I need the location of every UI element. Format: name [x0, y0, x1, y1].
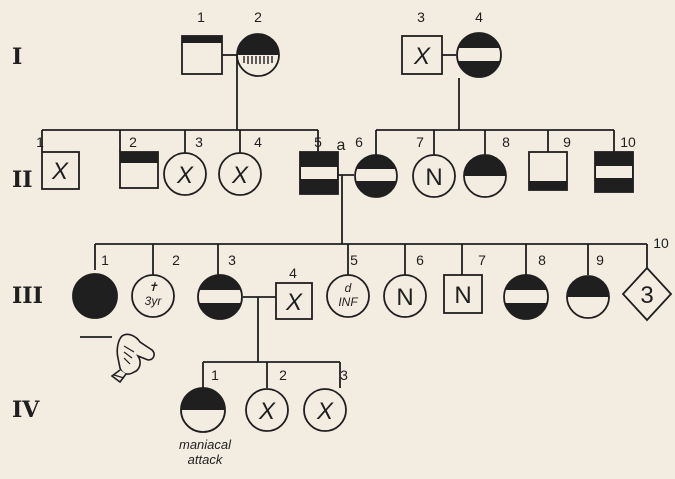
individual-II-7: 7 N	[412, 134, 456, 198]
individual-number: 2	[172, 252, 180, 268]
individual-III-7: 7 N	[443, 252, 486, 314]
individual-number: 1	[211, 367, 219, 383]
individual-number: 1	[197, 9, 205, 25]
individual-IV-3: 3 X	[303, 367, 348, 432]
unaffected-mark: X	[285, 289, 303, 316]
individual-III-3: 3	[197, 252, 243, 320]
individual-number: 2	[254, 9, 262, 25]
individual-II-1: 1 X	[36, 134, 80, 190]
individual-III-9: 9	[566, 252, 610, 319]
individual-II-8: 8	[463, 134, 510, 198]
individual-III-6: 6 N	[383, 252, 427, 318]
deceased-mark: d	[345, 281, 352, 295]
individual-number: 4	[475, 9, 483, 25]
individual-IV-2: 2 X	[245, 367, 289, 432]
individual-number: 3	[340, 367, 348, 383]
individual-number: 4	[254, 134, 262, 150]
individual-II-10: 10	[594, 134, 636, 193]
individual-number: 8	[502, 134, 510, 150]
individual-III-1: 1	[72, 252, 118, 319]
annotation-line-2: attack	[188, 452, 224, 467]
individual-III-10: 10 3	[621, 235, 673, 322]
individual-III-2: 2 ✝ 3yr	[131, 252, 180, 318]
individual-I-4: 4	[456, 9, 502, 78]
pedigree-lines	[41, 54, 648, 388]
individual-II-2: 2	[119, 134, 159, 189]
individual-number: 3	[228, 252, 236, 268]
unaffected-mark: X	[231, 162, 249, 189]
couple-label: a	[337, 137, 346, 154]
individual-II-9: 9	[528, 134, 571, 191]
unaffected-mark: X	[258, 398, 276, 425]
individual-number: 10	[653, 235, 669, 251]
annotation-line-1: maniacal	[179, 437, 232, 452]
individual-number: 2	[279, 367, 287, 383]
unaffected-mark: X	[413, 43, 431, 70]
generation-label-III: III	[12, 283, 43, 309]
individual-I-2: 2	[236, 9, 280, 77]
age-mark: INF	[338, 295, 358, 309]
individual-number: 4	[289, 265, 297, 281]
unaffected-mark: X	[316, 398, 334, 425]
individual-number: 8	[538, 252, 546, 268]
generation-label-IV: IV	[12, 397, 40, 423]
individual-IV-1: 1	[180, 367, 226, 433]
unaffected-mark: X	[51, 158, 69, 185]
age-mark: 3yr	[145, 294, 163, 308]
individual-number: 9	[596, 252, 604, 268]
individual-number: 10	[620, 134, 636, 150]
individual-number: 3	[195, 134, 203, 150]
generation-label-II: II	[12, 167, 33, 193]
sibling-count-mark: 3	[640, 282, 653, 309]
normal-mark: N	[396, 284, 413, 311]
individual-number: 3	[417, 9, 425, 25]
pointing-hand-icon	[110, 333, 155, 384]
unaffected-mark: X	[176, 162, 194, 189]
individual-number: 7	[478, 252, 486, 268]
individual-II-5: 5	[299, 134, 339, 195]
individual-III-8: 8	[503, 252, 549, 320]
generation-label-I: I	[12, 44, 22, 70]
individual-number: 9	[563, 134, 571, 150]
individual-II-3: 3 X	[163, 134, 207, 196]
individual-II-6: 6	[354, 134, 398, 198]
individual-II-4: 4 X	[218, 134, 262, 196]
individual-number: 2	[129, 134, 137, 150]
individual-I-3: 3 X	[401, 9, 443, 75]
individual-III-4: 4 X	[275, 265, 313, 320]
individual-III-5: 5 d INF	[326, 252, 370, 318]
deceased-mark: ✝	[148, 280, 158, 294]
individual-I-1: 1	[181, 9, 223, 75]
individual-number: 6	[416, 252, 424, 268]
individual-number: 5	[350, 252, 358, 268]
normal-mark: N	[425, 164, 442, 191]
individual-number: 6	[355, 134, 363, 150]
normal-mark: N	[454, 282, 471, 309]
individual-number: 1	[101, 252, 109, 268]
individual-number: 5	[314, 134, 322, 150]
individual-number: 1	[36, 134, 44, 150]
individual-number: 7	[416, 134, 424, 150]
